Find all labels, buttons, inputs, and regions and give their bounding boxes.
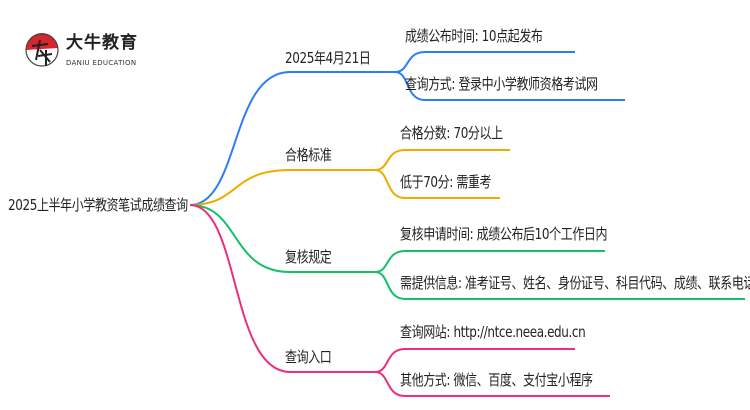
connector-green bbox=[189, 204, 375, 273]
leaf-pass-score: 合格分数: 70分以上 bbox=[400, 124, 503, 142]
connector-green-1 bbox=[374, 250, 605, 273]
branch-query-entry: 查询入口 bbox=[285, 348, 332, 366]
connector-blue bbox=[189, 71, 395, 206]
connector-orange bbox=[189, 169, 375, 206]
leaf-other-methods: 其他方式: 微信、百度、支付宝小程序 bbox=[400, 371, 593, 389]
connector-orange-2 bbox=[374, 169, 500, 199]
connector-pink bbox=[189, 204, 375, 373]
connector-blue-2 bbox=[394, 71, 625, 101]
branch-review-rules: 复核规定 bbox=[285, 248, 332, 266]
leaf-query-website: 查询网站: http://ntce.neea.edu.cn bbox=[400, 323, 586, 341]
branch-pass-standard: 合格标准 bbox=[285, 146, 332, 164]
connector-blue-1 bbox=[394, 51, 575, 73]
leaf-below-score: 低于70分: 需重考 bbox=[400, 173, 492, 191]
connector-pink-2 bbox=[374, 371, 610, 397]
logo-subtitle: DANIU EDUCATION bbox=[66, 59, 137, 67]
leaf-query-method: 查询方式: 登录中小学教师资格考试网 bbox=[405, 75, 598, 93]
leaf-publish-time: 成绩公布时间: 10点起发布 bbox=[405, 27, 543, 45]
leaf-required-info: 需提供信息: 准考证号、姓名、身份证号、科目代码、成绩、联系电话 bbox=[400, 274, 750, 292]
logo-icon bbox=[25, 32, 59, 67]
leaf-review-time: 复核申请时间: 成绩公布后10个工作日内 bbox=[400, 225, 608, 243]
root-topic: 2025上半年小学教资笔试成绩查询 bbox=[8, 196, 188, 214]
connector-pink-1 bbox=[374, 348, 575, 373]
logo-name: 大牛教育 bbox=[66, 33, 138, 53]
connector-orange-1 bbox=[374, 149, 510, 171]
branch-date: 2025年4月21日 bbox=[285, 49, 371, 67]
connector-green-2 bbox=[374, 271, 745, 300]
